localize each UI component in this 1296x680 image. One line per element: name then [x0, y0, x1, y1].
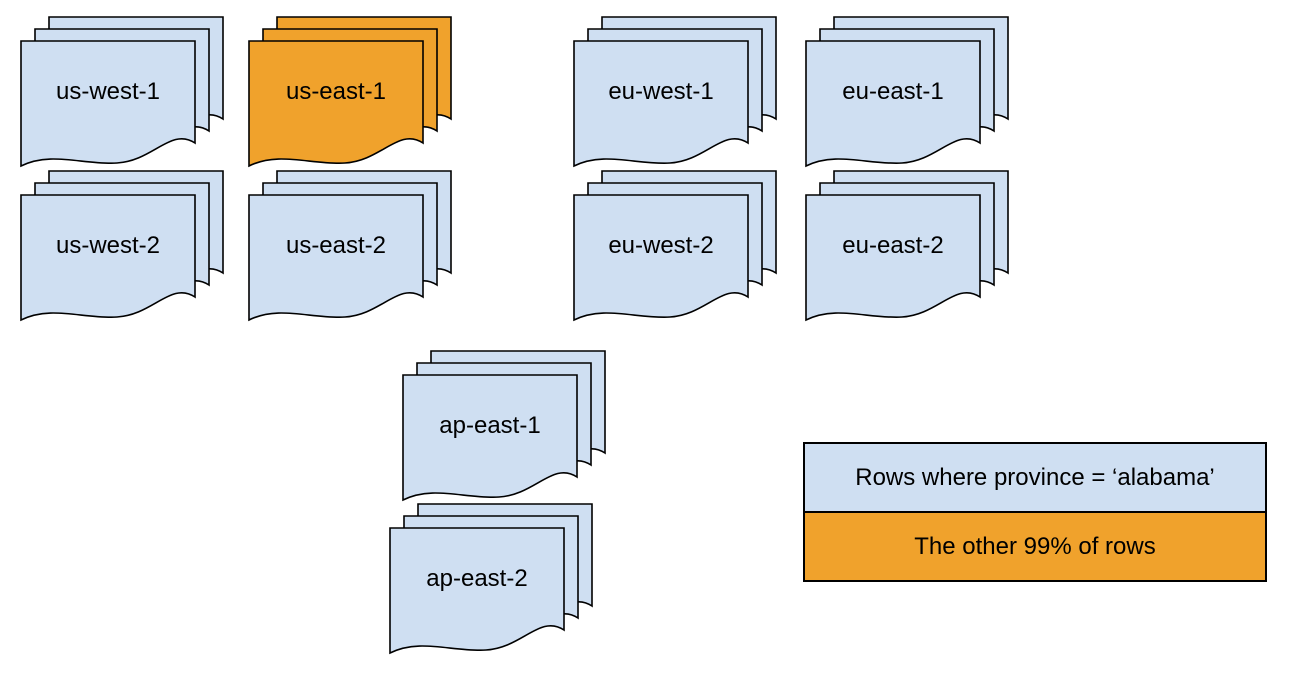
region-stack-eu-east-2: eu-east-2: [805, 170, 1010, 325]
region-stack-eu-west-2: eu-west-2: [573, 170, 778, 325]
legend-label-alabama: Rows where province = ‘alabama’: [855, 463, 1215, 491]
document-stack-icon: [402, 350, 606, 502]
region-stack-us-west-2: us-west-2: [20, 170, 225, 325]
region-stack-eu-east-1: eu-east-1: [805, 16, 1010, 171]
legend-label-other: The other 99% of rows: [914, 532, 1156, 560]
document-stack-icon: [805, 170, 1009, 322]
document-stack-icon: [573, 16, 777, 168]
legend-row-alabama: Rows where province = ‘alabama’: [805, 444, 1265, 511]
document-stack-icon: [20, 170, 224, 322]
region-stack-us-east-2: us-east-2: [248, 170, 453, 325]
legend: Rows where province = ‘alabama’ The othe…: [803, 442, 1267, 582]
document-stack-icon: [248, 16, 452, 168]
region-stack-eu-west-1: eu-west-1: [573, 16, 778, 171]
legend-row-other: The other 99% of rows: [805, 511, 1265, 580]
region-stack-ap-east-2: ap-east-2: [389, 503, 594, 658]
document-stack-icon: [573, 170, 777, 322]
document-stack-icon: [805, 16, 1009, 168]
document-stack-icon: [389, 503, 593, 655]
region-stack-us-west-1: us-west-1: [20, 16, 225, 171]
document-stack-icon: [248, 170, 452, 322]
region-stack-ap-east-1: ap-east-1: [402, 350, 607, 505]
document-stack-icon: [20, 16, 224, 168]
region-stack-us-east-1: us-east-1: [248, 16, 453, 171]
